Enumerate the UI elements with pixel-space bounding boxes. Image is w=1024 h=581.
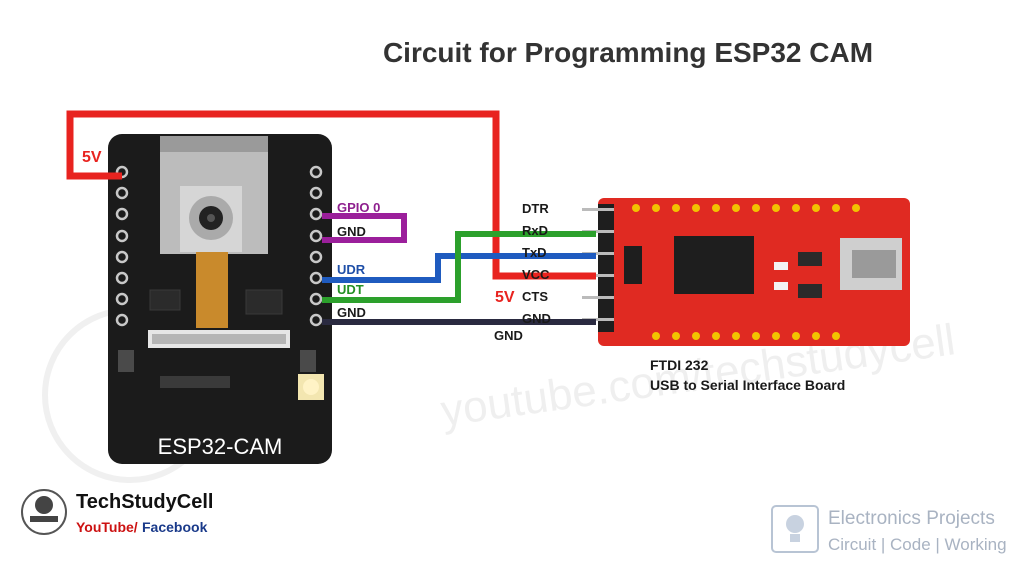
esp32-left-pins: [115, 165, 129, 327]
ftdi-pin-cts: CTS: [522, 289, 548, 304]
ftdi-pin-dtr: DTR: [522, 201, 549, 216]
wire-udr-txd: [322, 253, 596, 283]
ftdi-gnd-label: GND: [494, 328, 523, 343]
brand-name: TechStudyCell: [76, 491, 213, 513]
ftdi-232-board: [598, 198, 910, 346]
watermark-title: Electronics Projects: [828, 508, 995, 529]
ftdi-5v-label: 5V: [495, 289, 515, 306]
esp32-right-pins: [309, 165, 323, 327]
ftdi-header-pins: [582, 208, 614, 321]
ftdi-pin-txd: TxD: [522, 245, 547, 260]
ftdi-pin-gnd: GND: [522, 311, 551, 326]
ftdi-pin-vcc: VCC: [522, 267, 550, 282]
esp32-udt-label: UDT: [337, 282, 364, 297]
brand-logo: [21, 489, 67, 535]
ftdi-pin-rxd: RxD: [522, 223, 548, 238]
ftdi-name-label: FTDI 232: [650, 357, 709, 373]
wire-gpio0-gnd: [322, 213, 407, 243]
wire-5v: [66, 110, 596, 280]
esp32-udr-label: UDR: [337, 262, 366, 277]
ftdi-description-label: USB to Serial Interface Board: [650, 377, 845, 393]
lightbulb-icon: [771, 505, 819, 553]
esp32-cam-label: ESP32-CAM: [158, 434, 283, 459]
wire-udt-rxd: [322, 231, 596, 303]
esp32-cam-board: ESP32-CAM: [108, 134, 332, 464]
esp32-gnd-top-label: GND: [337, 224, 366, 239]
brand-facebook: Facebook: [142, 519, 208, 535]
esp32-gpio0-label: GPIO 0: [337, 200, 380, 215]
brand-youtube: YouTube/: [76, 519, 138, 535]
esp32-5v-label: 5V: [82, 149, 102, 166]
watermark-subtitle: Circuit | Code | Working: [828, 535, 1007, 554]
esp32-gnd-bottom-label: GND: [337, 305, 366, 320]
page-title: Circuit for Programming ESP32 CAM: [383, 37, 873, 68]
